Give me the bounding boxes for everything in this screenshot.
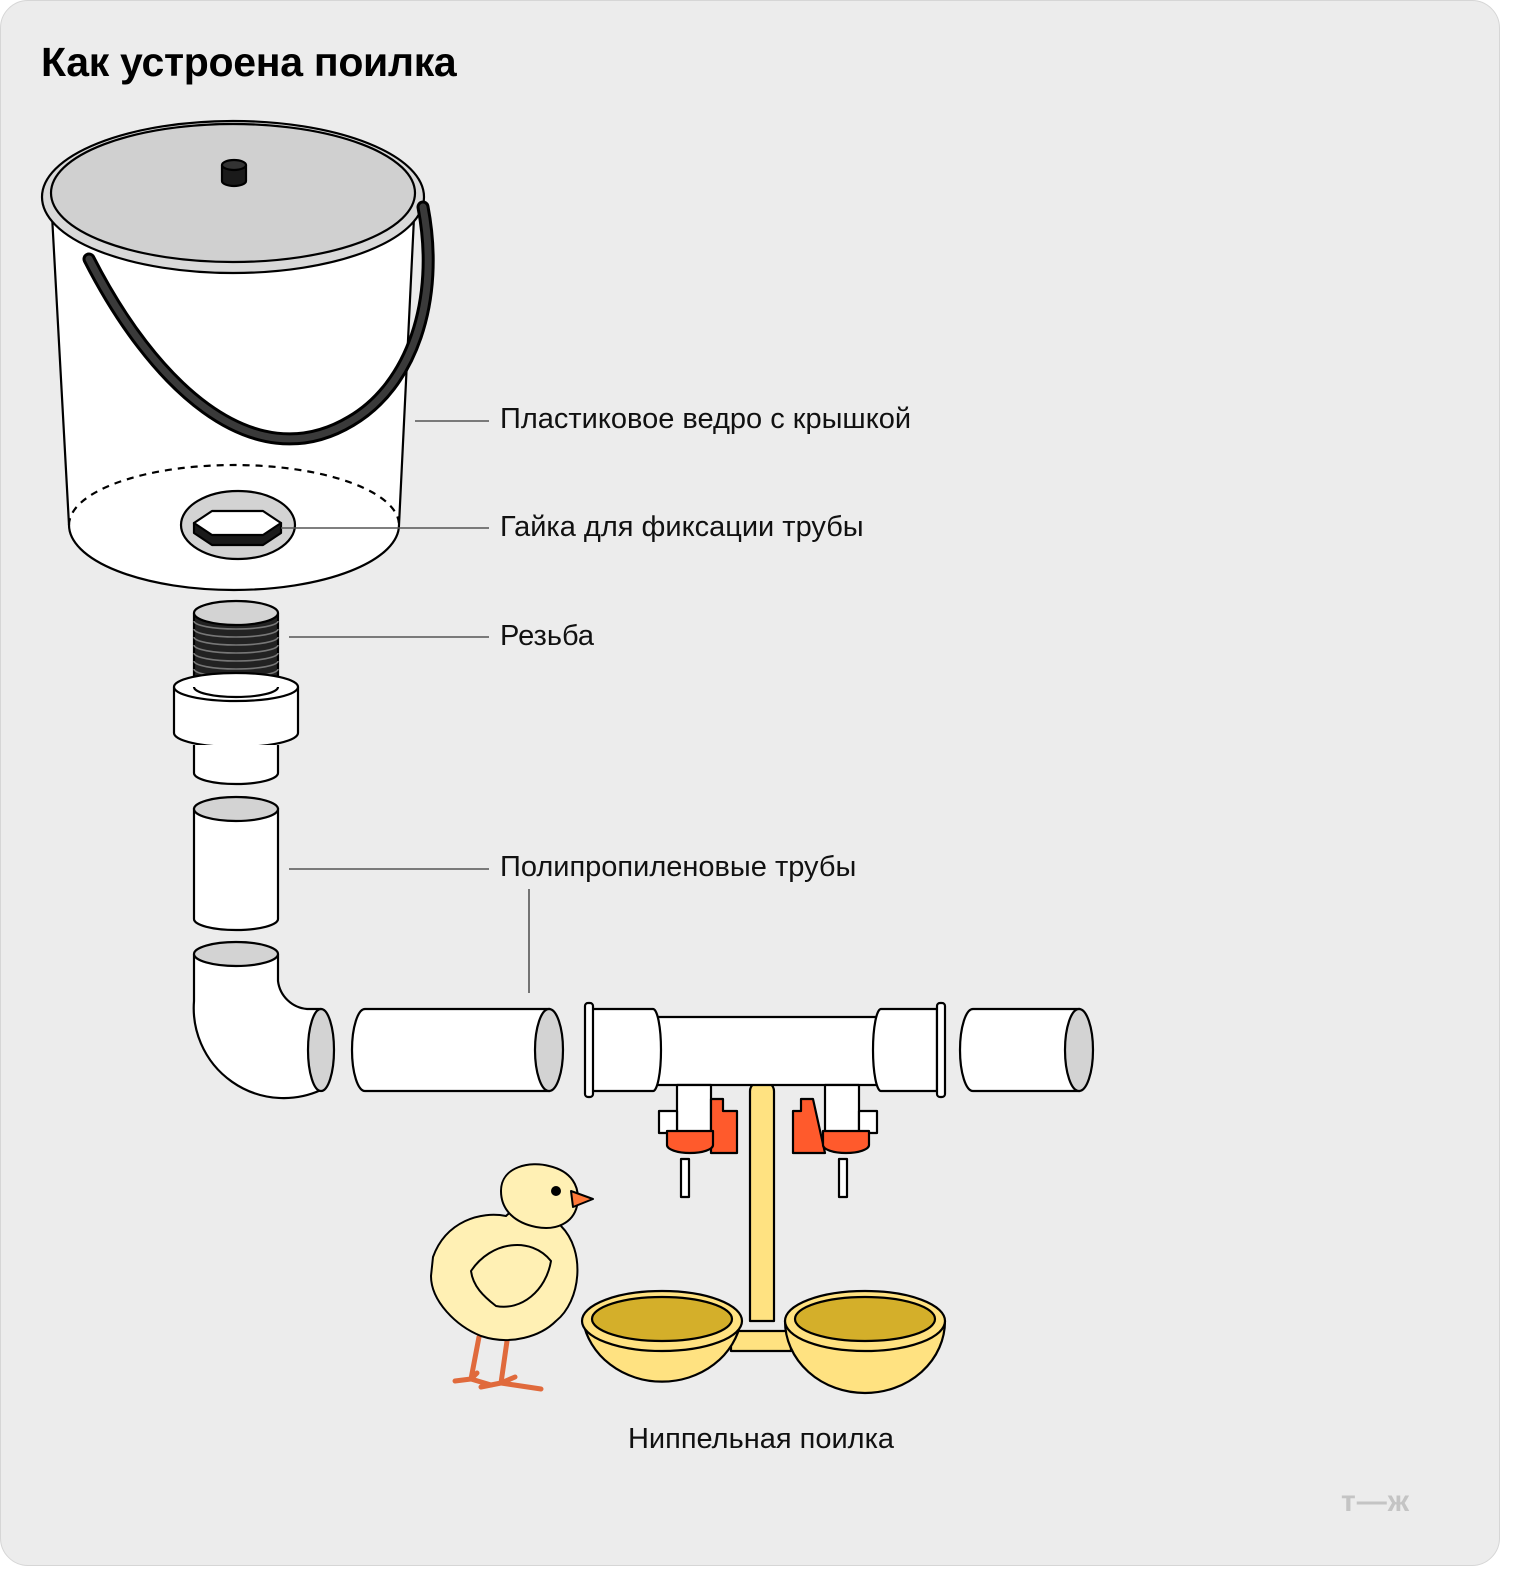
bucket-illustration (40, 119, 435, 592)
water-left (590, 1295, 734, 1343)
hex-nut-top (192, 509, 283, 537)
infographic-card: Как устроена поилка (0, 0, 1500, 1566)
bucket-lid (49, 122, 417, 264)
nipple-left (657, 1083, 739, 1199)
label-thread: Резьба (500, 620, 595, 652)
tee-assembly (583, 1001, 947, 1323)
leader-lines (281, 420, 530, 993)
nipple-right (791, 1083, 879, 1199)
water-right (793, 1295, 937, 1343)
page-title: Как устроена поилка (41, 39, 457, 85)
thread-top (192, 599, 280, 627)
brand-logo: т—ж (1341, 1485, 1410, 1518)
threaded-fitting (172, 599, 300, 786)
drinker-bowls (580, 1289, 947, 1395)
label-drinker: Ниппельная поилка (627, 1423, 895, 1455)
label-bucket: Пластиковое ведро с крышкой (500, 403, 912, 435)
drinker-diagram (40, 119, 1095, 1395)
bucket-bottom-dashed (67, 463, 401, 526)
bucket-body (49, 195, 417, 592)
vertical-pipe (192, 795, 280, 932)
label-pipes: Полипропиленовые трубы (500, 851, 857, 883)
horizontal-pipe-right (958, 1007, 1095, 1093)
pipe-elbow (192, 940, 336, 1100)
chick-illustration (430, 1163, 594, 1392)
horizontal-pipe-left (350, 1007, 565, 1093)
label-nut: Гайка для фиксации трубы (500, 511, 864, 543)
